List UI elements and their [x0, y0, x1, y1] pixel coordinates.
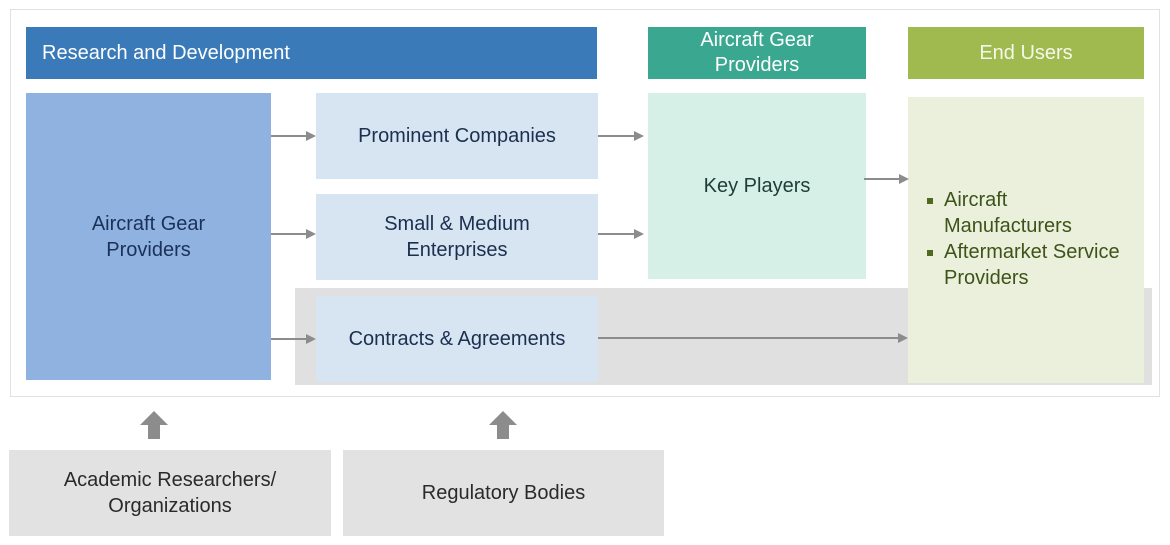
- arrow-right-icon: [598, 333, 908, 343]
- regulatory-bodies-box: Regulatory Bodies: [343, 450, 664, 536]
- contracts-agreements-box: Contracts & Agreements: [316, 296, 598, 382]
- key-players-label: Key Players: [703, 175, 811, 197]
- contracts-agreements-label: Contracts & Agreements: [348, 328, 566, 350]
- end-users-box: Aircraft Manufacturers Aftermarket Servi…: [908, 97, 1144, 383]
- arrow-right-icon: [271, 131, 316, 141]
- square-bullet-icon: [927, 250, 933, 256]
- square-bullet-icon: [927, 198, 933, 204]
- small-medium-enterprises-box: Small & Medium Enterprises: [316, 194, 598, 280]
- arrow-right-icon: [271, 229, 316, 239]
- arrow-right-icon: [598, 131, 644, 141]
- aircraft-gear-providers-label: Aircraft Gear Providers: [91, 212, 206, 261]
- end-user-item: Aircraft Manufacturers: [926, 187, 1136, 239]
- end-user-item-label: Aftermarket Service Providers: [944, 241, 1120, 289]
- prominent-companies-box: Prominent Companies: [316, 93, 598, 179]
- arrow-up-icon: [489, 411, 517, 439]
- arrow-right-icon: [864, 174, 909, 184]
- key-players-box: Key Players: [648, 93, 866, 279]
- header-research-development: Research and Development: [26, 27, 597, 79]
- small-medium-enterprises-label: Small & Medium Enterprises: [384, 213, 530, 261]
- arrow-right-icon: [271, 334, 316, 344]
- regulatory-bodies-label: Regulatory Bodies: [421, 482, 586, 504]
- header-aircraft-gear-providers-label: Aircraft Gear Providers: [700, 29, 814, 76]
- end-users-list: Aircraft Manufacturers Aftermarket Servi…: [926, 187, 1136, 291]
- prominent-companies-label: Prominent Companies: [358, 125, 556, 147]
- end-user-item-label: Aircraft Manufacturers: [944, 189, 1072, 237]
- aircraft-gear-providers-box: Aircraft Gear Providers: [26, 93, 271, 380]
- end-user-item: Aftermarket Service Providers: [926, 239, 1136, 291]
- header-end-users-label: End Users: [979, 41, 1073, 64]
- header-end-users: End Users: [908, 27, 1144, 79]
- arrow-right-icon: [598, 229, 644, 239]
- header-aircraft-gear-providers: Aircraft Gear Providers: [648, 27, 866, 79]
- header-research-development-label: Research and Development: [42, 41, 290, 64]
- academic-researchers-box: Academic Researchers/ Organizations: [9, 450, 331, 536]
- arrow-up-icon: [140, 411, 168, 439]
- academic-researchers-label: Academic Researchers/ Organizations: [63, 469, 277, 517]
